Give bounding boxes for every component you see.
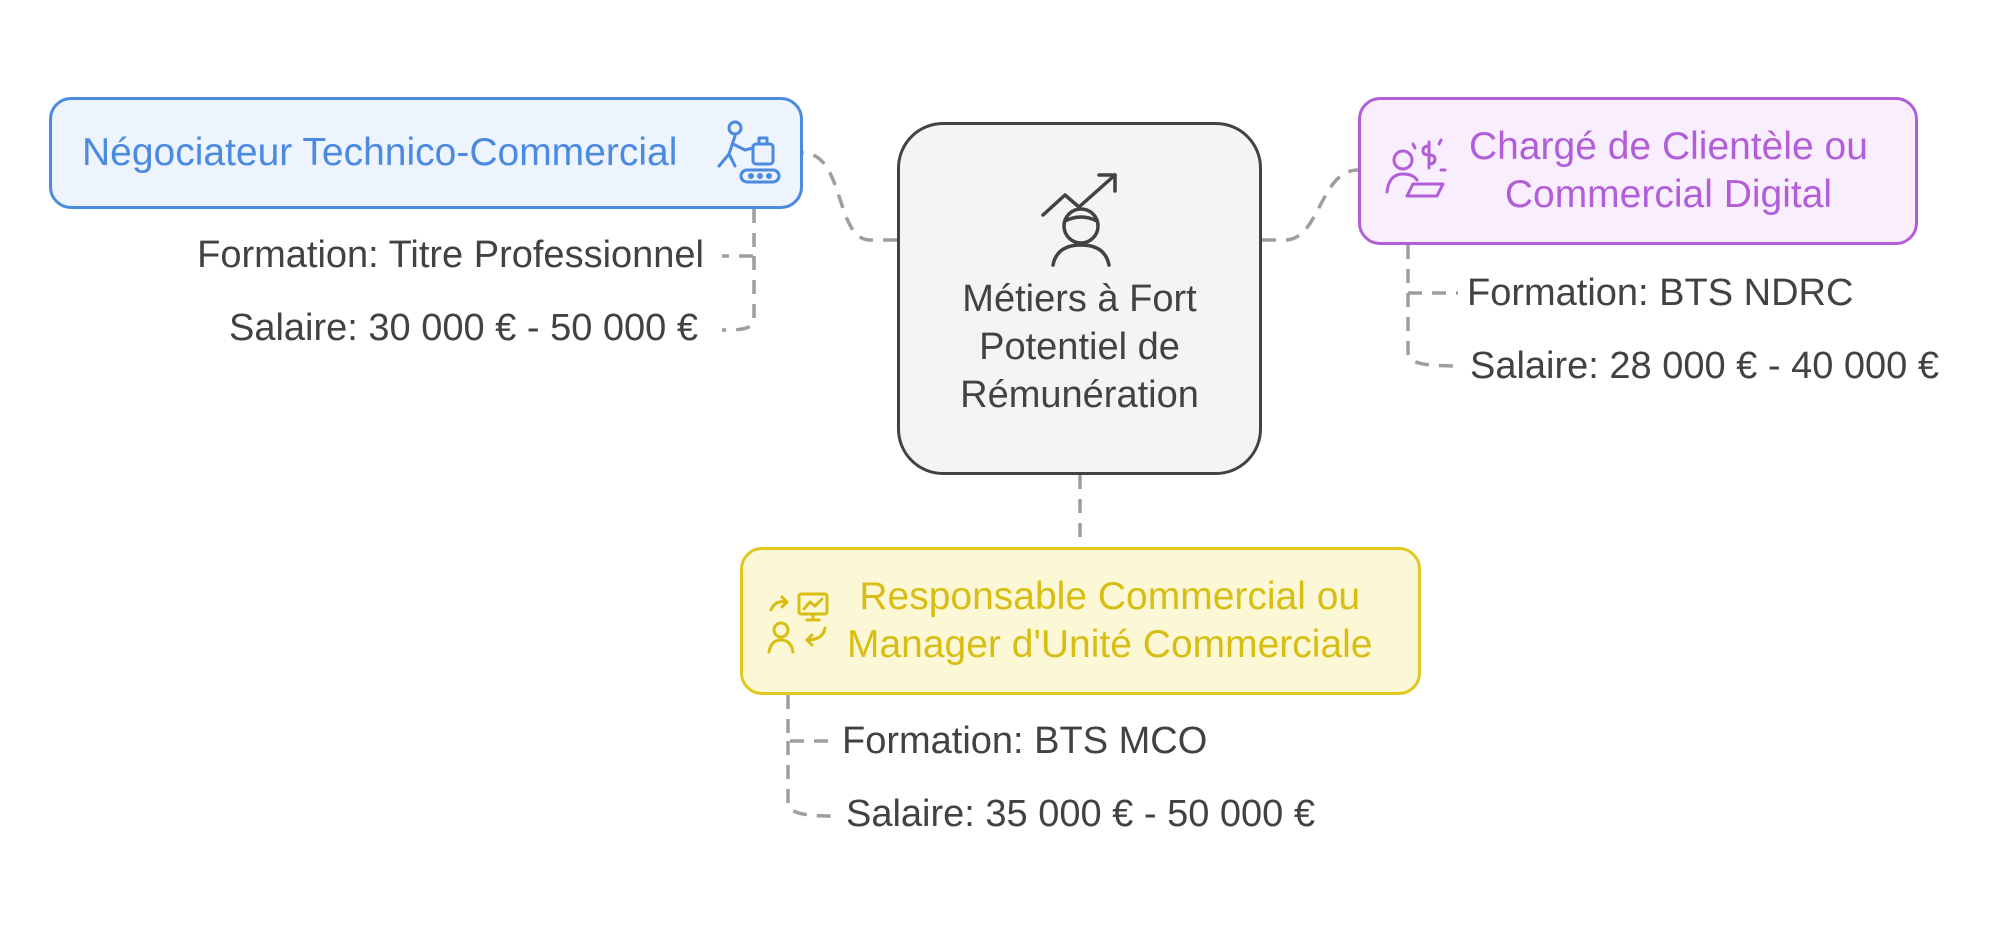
negociateur-formation: Formation: Titre Professionnel [197, 234, 704, 276]
node-negociateur[interactable]: Négociateur Technico-Commercial [49, 97, 803, 209]
charge-salaire: Salaire: 28 000 € - 40 000 € [1470, 345, 1940, 387]
node-charge-clientele[interactable]: Chargé de Clientèle ou Commercial Digita… [1358, 97, 1918, 245]
manager-chart-icon [767, 590, 833, 656]
responsable-formation: Formation: BTS MCO [842, 720, 1208, 762]
node-charge-title: Chargé de Clientèle ou Commercial Digita… [1469, 125, 1868, 216]
growth-person-icon [1039, 171, 1121, 267]
connector-charge-salaire [1406, 293, 1463, 368]
connector-negociateur-formation [722, 209, 756, 258]
responsable-salaire: Salaire: 35 000 € - 50 000 € [846, 793, 1316, 835]
connector-charge-formation [1406, 245, 1458, 295]
negociateur-salaire: Salaire: 30 000 € - 50 000 € [228, 307, 698, 349]
person-with-luggage-icon [715, 120, 781, 186]
center-title: Métiers à Fort Potentiel de Rémunération [960, 278, 1199, 416]
connector-negociateur-salaire [721, 256, 756, 332]
node-responsable-title: Responsable Commercial ou Manager d'Unit… [847, 575, 1373, 666]
node-negociateur-title: Négociateur Technico-Commercial [82, 130, 678, 174]
charge-formation: Formation: BTS NDRC [1467, 272, 1854, 314]
person-laptop-money-icon [1383, 138, 1449, 204]
connector-center-negociateur [802, 151, 897, 242]
connector-responsable-salaire [786, 741, 837, 818]
connector-responsable-formation [786, 695, 832, 743]
node-responsable-commercial[interactable]: Responsable Commercial ou Manager d'Unit… [740, 547, 1421, 695]
center-node[interactable]: Métiers à Fort Potentiel de Rémunération [897, 122, 1262, 475]
connector-center-charge [1262, 168, 1359, 242]
